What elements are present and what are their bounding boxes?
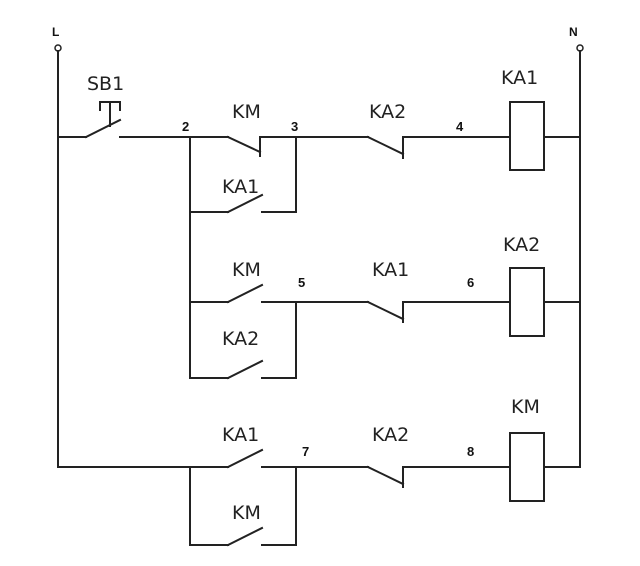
km-coil-label: KM bbox=[511, 396, 540, 418]
node-5-label: 5 bbox=[298, 275, 305, 290]
node-4-label: 4 bbox=[456, 119, 464, 134]
node-6-label: 6 bbox=[467, 275, 474, 290]
km-contact-rung1 bbox=[189, 135, 297, 157]
ka1-coil bbox=[509, 101, 545, 171]
sb1-push-button bbox=[57, 101, 191, 139]
km-hold-label: KM bbox=[232, 502, 261, 524]
sb1-label: SB1 bbox=[87, 73, 124, 95]
neutral-rail-label: N bbox=[569, 25, 578, 39]
ka1-coil-label: KA1 bbox=[501, 67, 538, 89]
ka1-contact-rung3 bbox=[57, 448, 297, 469]
ka1-hold-contact bbox=[189, 136, 297, 214]
ka2-hold-contact bbox=[189, 301, 297, 380]
node-3-label: 3 bbox=[291, 119, 298, 134]
ka2-interlock-label-rung1: KA2 bbox=[369, 101, 406, 123]
km-coil bbox=[509, 432, 545, 502]
ka1-interlock-rung2 bbox=[295, 300, 511, 323]
ka1-hold-label: KA1 bbox=[222, 176, 259, 198]
rung-2: KM 5 KA2 KA1 6 KA2 bbox=[189, 211, 581, 380]
line-rail-label: L bbox=[52, 25, 59, 39]
km-label-rung2: KM bbox=[232, 259, 261, 281]
rung-1: SB1 2 KM 3 KA1 KA2 4 bbox=[57, 67, 581, 214]
ka2-interlock-rung1 bbox=[295, 135, 511, 159]
ka2-hold-label: KA2 bbox=[222, 328, 259, 350]
rung-3: KA1 7 KM KA2 8 KM bbox=[57, 396, 581, 547]
km-contact-rung2 bbox=[189, 283, 297, 304]
node-7-label: 7 bbox=[302, 444, 309, 459]
ka2-coil-label: KA2 bbox=[503, 234, 540, 256]
ka2-coil bbox=[509, 267, 545, 337]
ka1-label-rung3: KA1 bbox=[222, 424, 259, 446]
node-2-label: 2 bbox=[182, 119, 189, 134]
node-8-label: 8 bbox=[467, 444, 474, 459]
ka2-interlock-rung3 bbox=[295, 465, 511, 488]
ka1-interlock-label-rung2: KA1 bbox=[372, 259, 409, 281]
ka2-interlock-label-rung3: KA2 bbox=[372, 424, 409, 446]
km-hold-contact bbox=[189, 466, 297, 547]
km-label-rung1: KM bbox=[232, 101, 261, 123]
